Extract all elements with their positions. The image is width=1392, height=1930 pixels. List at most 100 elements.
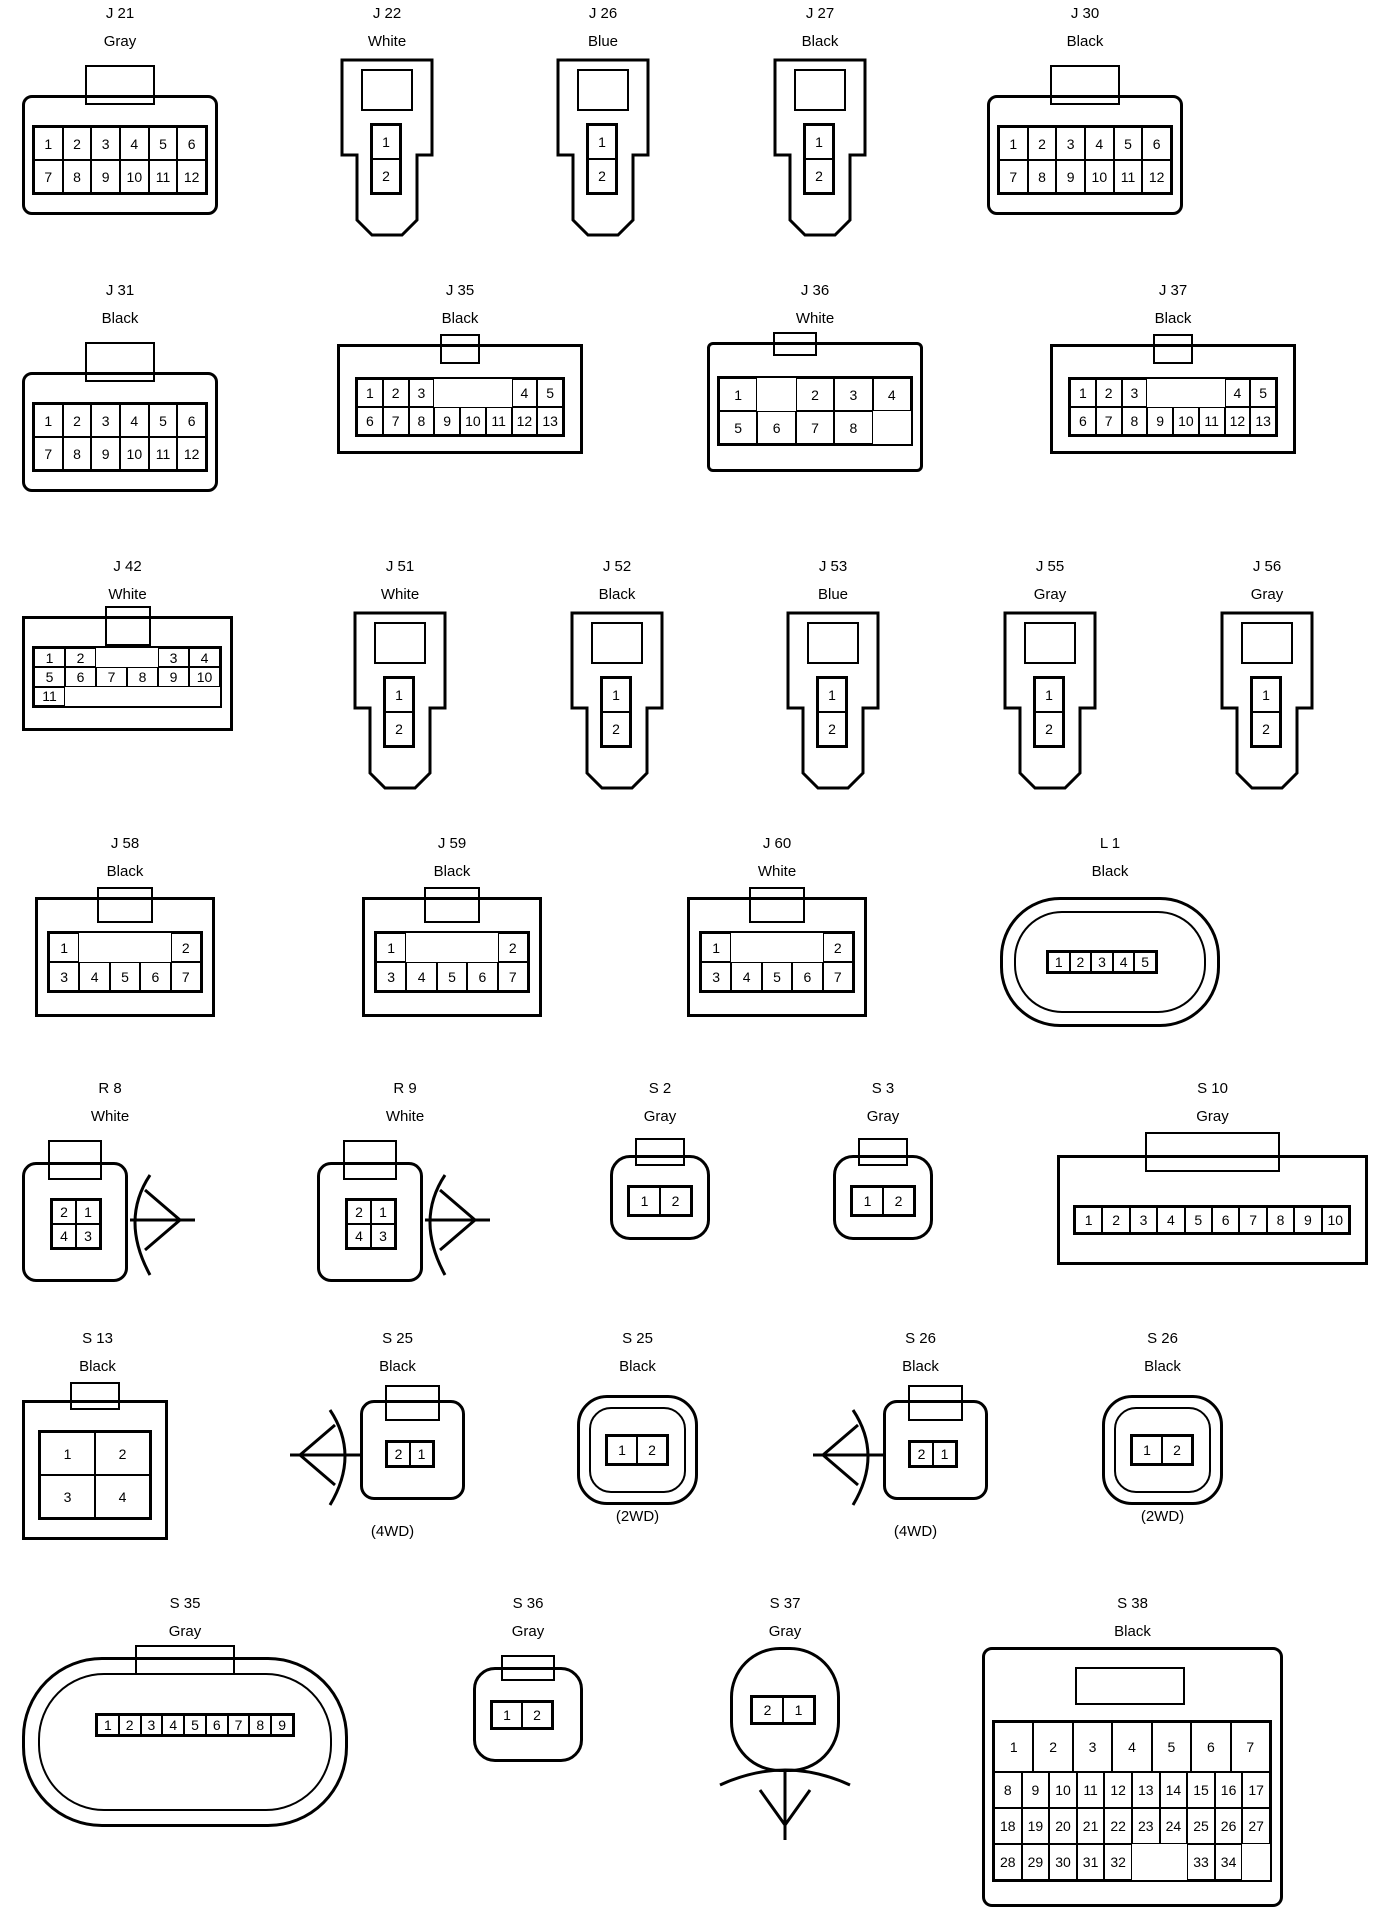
pin: 7 [382, 407, 409, 435]
pin: 5 [1184, 1207, 1212, 1233]
pin: 5 [109, 962, 141, 991]
connector-latch [424, 887, 480, 923]
pin: 2 [752, 1697, 783, 1723]
pin: 8 [62, 437, 92, 470]
connector-color: Black [1154, 310, 1192, 327]
connector-color: Black [106, 863, 144, 880]
pin: 6 [1070, 407, 1096, 435]
pin: 29 [1021, 1844, 1050, 1880]
pin: 8 [1266, 1207, 1295, 1233]
pin: 5 [537, 379, 563, 407]
connector-housing [360, 1400, 465, 1500]
pin: 18 [994, 1808, 1022, 1845]
pin: 1 [76, 1200, 100, 1224]
pin: 9 [158, 667, 189, 687]
pin [406, 933, 436, 962]
pin: 4 [347, 1224, 371, 1248]
pin: 2 [883, 1187, 914, 1215]
pin: 10 [1084, 160, 1114, 193]
pin: 1 [629, 1187, 660, 1215]
pin [467, 933, 497, 962]
pin: 1 [1075, 1207, 1103, 1233]
connector-color: Gray [511, 1623, 545, 1640]
pin: 1 [1035, 678, 1063, 712]
pin: 2 [62, 404, 92, 437]
pin: 2 [1035, 712, 1063, 746]
pin: 13 [537, 407, 563, 435]
connector-inner-seal [38, 1673, 332, 1811]
connector-id: S 37 [769, 1595, 801, 1612]
pin: 6 [467, 962, 498, 991]
pin: 1 [701, 933, 732, 962]
pin: 7 [497, 962, 528, 991]
pin: 4 [406, 962, 437, 991]
connector-latch [908, 1385, 963, 1421]
pin [731, 933, 761, 962]
connector-inner-seal [589, 1407, 686, 1493]
pin [762, 933, 792, 962]
pin: 7 [1230, 1722, 1270, 1773]
connector-outline [340, 58, 434, 237]
connector-latch [749, 887, 805, 923]
connector-color: Gray [1250, 586, 1284, 603]
pin: 2 [52, 1200, 76, 1224]
connector-id: S 36 [512, 1595, 544, 1612]
connector-color: Black [441, 310, 479, 327]
connector-latch [385, 1385, 440, 1421]
connector-color: Gray [1033, 586, 1067, 603]
pin: 2 [387, 1442, 410, 1466]
pin: 1 [602, 678, 630, 712]
pin: 31 [1076, 1844, 1105, 1880]
connector-latch [343, 1140, 397, 1180]
connector-color: Blue [817, 586, 849, 603]
connector-id: S 25 [382, 1330, 413, 1347]
connector-id: R 8 [98, 1080, 122, 1097]
pin: 9 [1147, 407, 1173, 435]
pin: 9 [434, 407, 460, 435]
pin: 1 [607, 1436, 637, 1464]
pin: 11 [148, 437, 178, 470]
pin: 4 [1112, 1722, 1152, 1773]
pin: 11 [1076, 1772, 1105, 1809]
pin: 2 [588, 159, 616, 193]
pin [757, 378, 795, 411]
pin: 4 [511, 379, 538, 407]
connector-housing [707, 342, 923, 472]
pin: 8 [249, 1715, 272, 1735]
pin [792, 933, 822, 962]
connector-latch [635, 1138, 685, 1166]
pin [79, 933, 109, 962]
connector-latch [1145, 1132, 1280, 1172]
pin: 7 [34, 437, 63, 470]
pin: 4 [189, 648, 220, 668]
pin: 11 [148, 160, 178, 193]
connector-housing [362, 897, 542, 1017]
pin: 6 [357, 407, 383, 435]
pin: 11 [1198, 407, 1225, 435]
pin: 1 [852, 1187, 883, 1215]
pin: 4 [872, 378, 911, 411]
pin: 10 [1049, 1772, 1077, 1809]
pin: 3 [158, 648, 189, 668]
pin: 12 [1104, 1772, 1132, 1809]
pin: 12 [1224, 407, 1251, 435]
pin: 6 [205, 1715, 228, 1735]
pin: 1 [1252, 678, 1280, 712]
connector-color: Black [598, 586, 636, 603]
